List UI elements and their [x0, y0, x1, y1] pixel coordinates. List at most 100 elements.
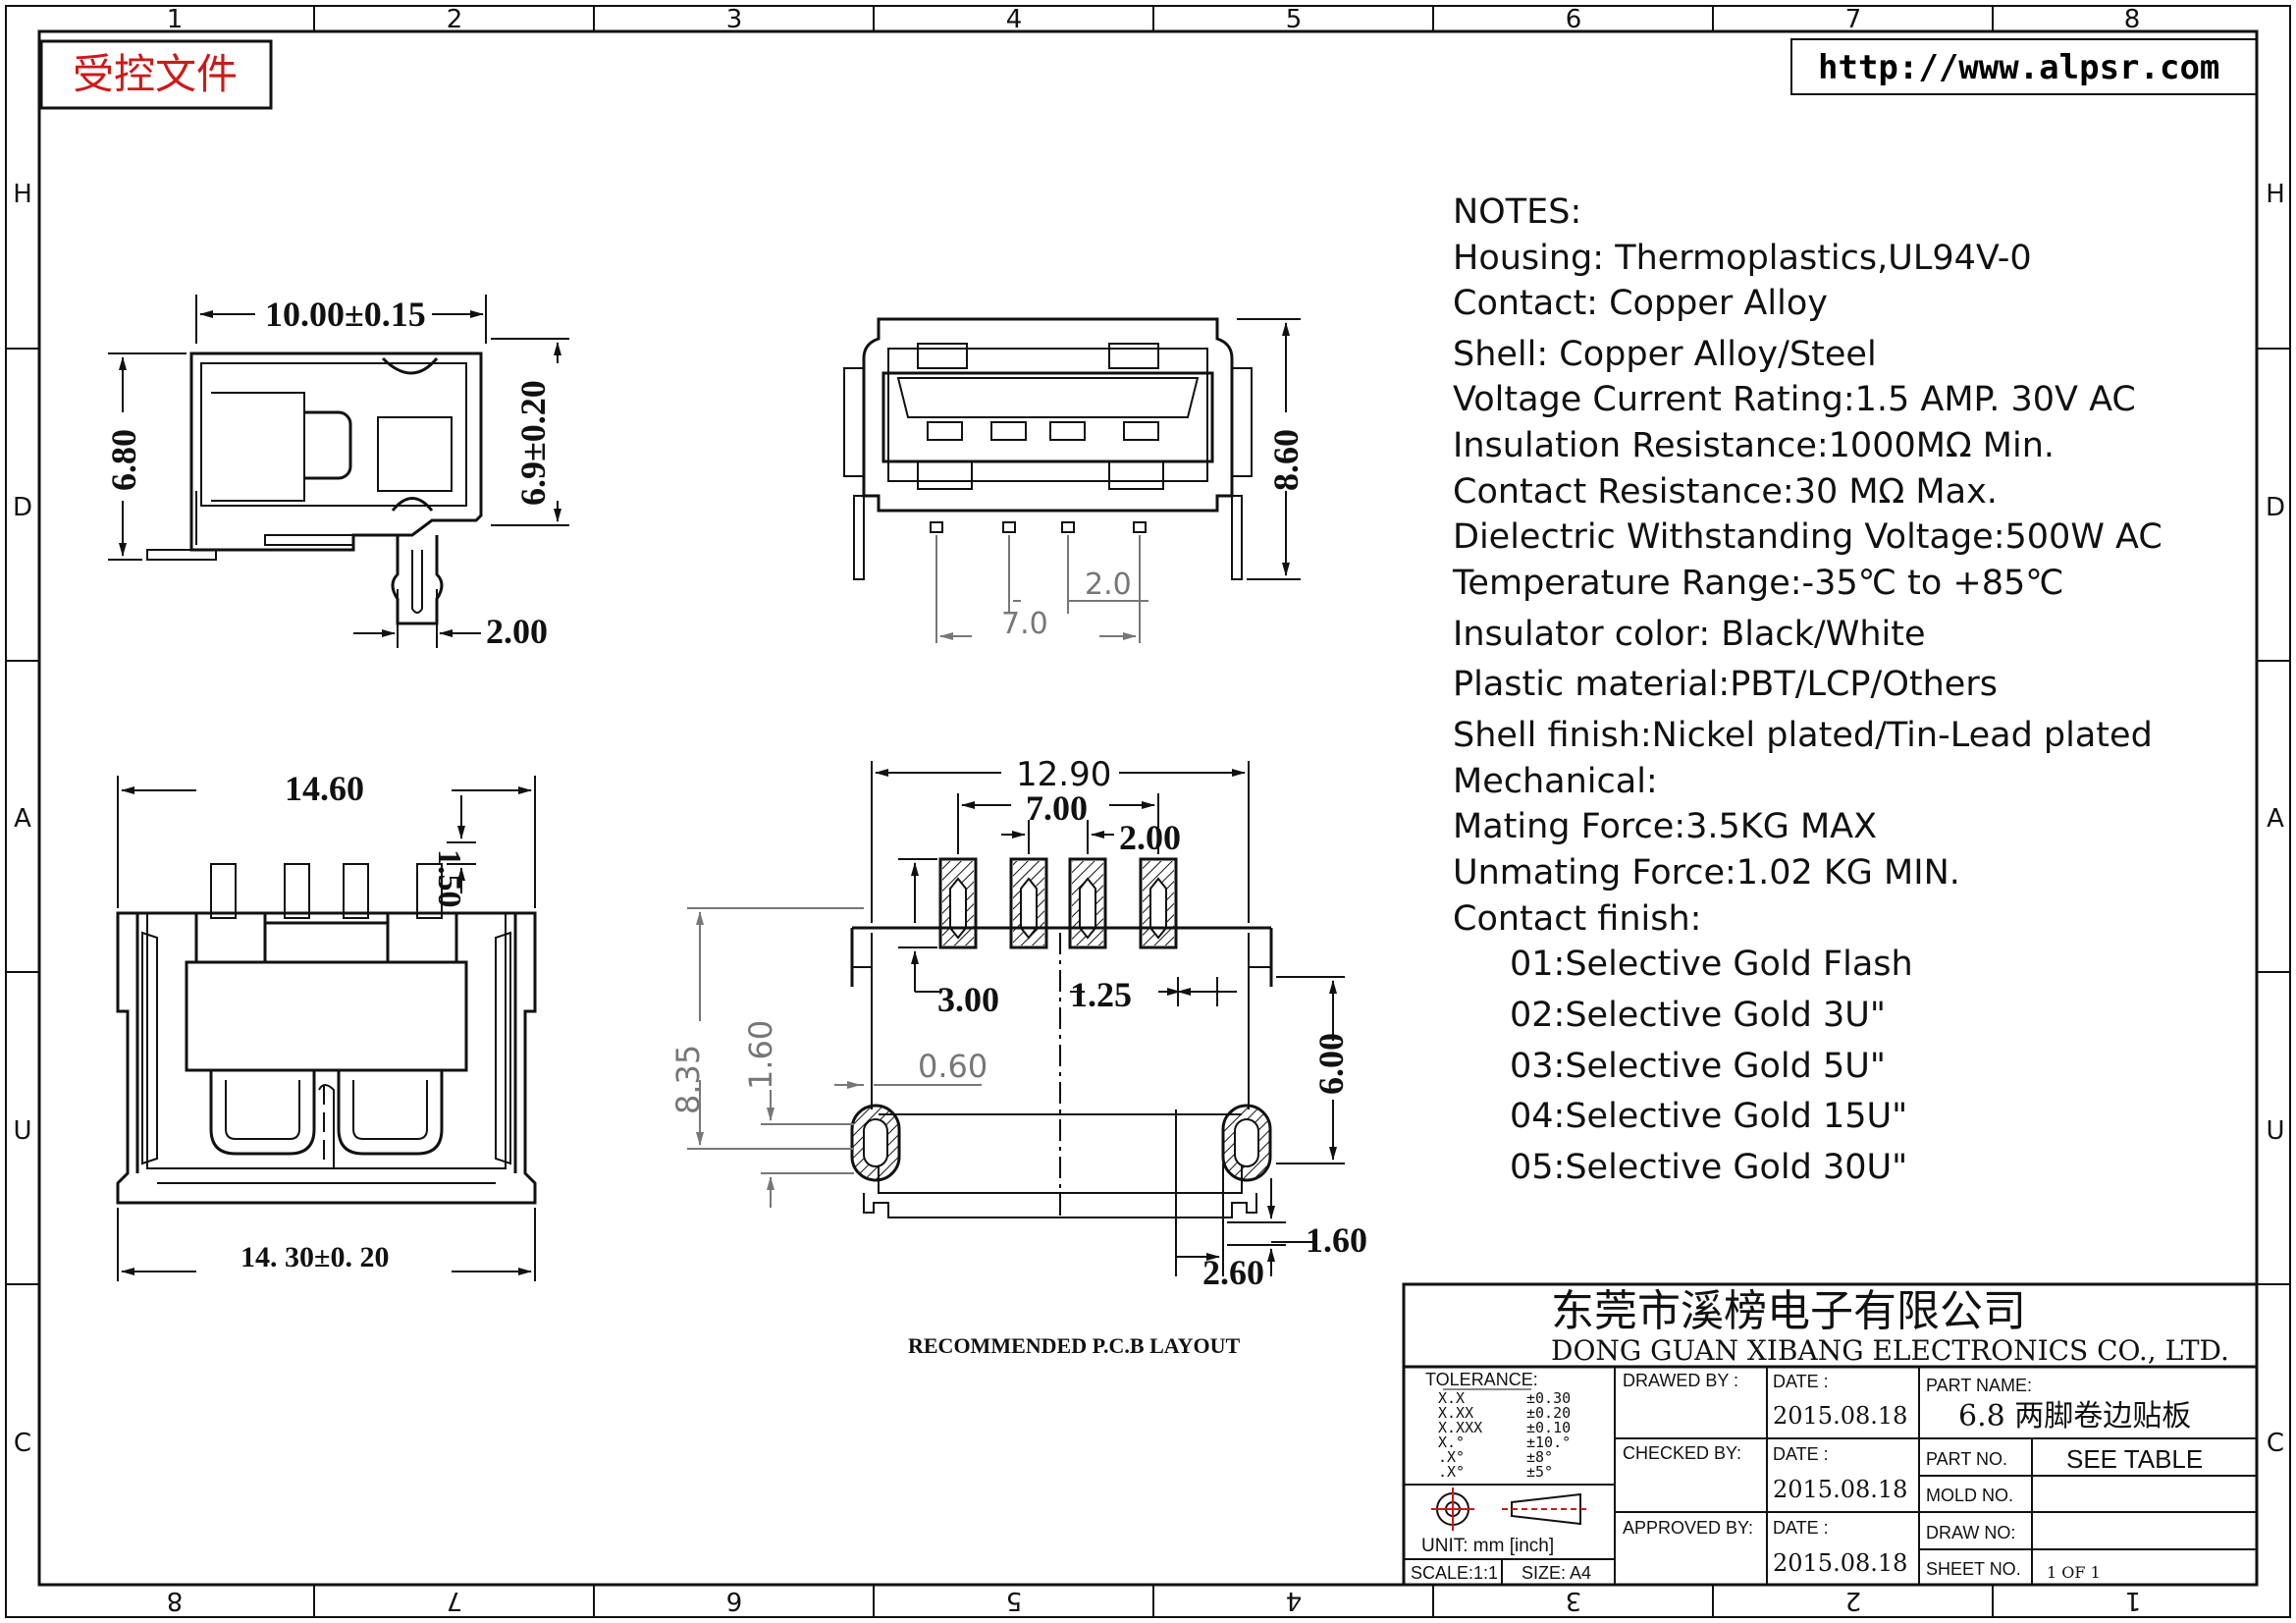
sheet-no-value: 1 OF 1: [2047, 1563, 2101, 1582]
tolerance-label: TOLERANCE:: [1425, 1370, 1538, 1389]
scale-label: SCALE:1:1: [1411, 1563, 1498, 1583]
zone-top-6: 6: [1566, 5, 1582, 34]
note-finish-05: 05:Selective Gold 30U": [1510, 1148, 1907, 1187]
dim-top-tab: 1.50: [431, 849, 467, 908]
zone-bottom-4: 4: [1286, 1586, 1303, 1615]
dim-top-width: 14.60: [285, 769, 364, 808]
tol-val-1: ±0.30: [1526, 1389, 1571, 1407]
zone-right-c: C: [2267, 1429, 2284, 1458]
tol-val-3: ±0.10: [1526, 1419, 1571, 1436]
dim-side-pin-width: 2.00: [486, 612, 548, 651]
note-mating: Mating Force:3.5KG MAX: [1453, 807, 1877, 846]
dim-pcb-total-width: 12.90: [1016, 755, 1111, 794]
tol-fmt-4: X.°: [1438, 1434, 1465, 1451]
notes-block: NOTES: Housing: Thermoplastics,UL94V-0 C…: [1452, 192, 2163, 1187]
checked-by-label: CHECKED BY:: [1623, 1443, 1741, 1463]
front-view-dim-text: 8.60 2.0 7.0: [1001, 429, 1306, 641]
note-contact-finish: Contact finish:: [1453, 899, 1701, 939]
top-view-dim-text: 14.60 1.50 14. 30±0. 20: [240, 769, 467, 1273]
note-dielectric: Dielectric Withstanding Voltage:500W AC: [1453, 517, 2163, 557]
dim-side-height: 6.80: [104, 429, 143, 491]
zone-left-u: U: [13, 1116, 31, 1146]
dim-front-pitch: 2.0: [1085, 568, 1132, 602]
tol-fmt-3: X.XXX: [1438, 1419, 1482, 1436]
tol-fmt-2: X.XX: [1438, 1404, 1473, 1422]
company-name-cn: 东莞市溪榜电子有限公司: [1551, 1286, 2026, 1336]
zone-bottom-3: 3: [1566, 1586, 1582, 1615]
zone-bottom-6: 6: [726, 1586, 743, 1615]
note-insulation: Insulation Resistance:1000MΩ Min.: [1453, 426, 2055, 465]
note-finish-02: 02:Selective Gold 3U": [1510, 996, 1886, 1035]
zone-left-h: H: [13, 180, 32, 209]
date-value-2: 2015.08.18: [1773, 1476, 1907, 1503]
note-finish-01: 01:Selective Gold Flash: [1510, 945, 1913, 984]
zone-labels: 1 2 3 4 5 6 7 8 8 7 6 5 4 3 2 1 H D A U …: [13, 5, 2285, 1615]
pcb-layout: [850, 857, 1273, 1218]
tol-val-2: ±0.20: [1526, 1404, 1571, 1422]
website-url: http://www.alpsr.com: [1818, 48, 2219, 87]
front-view-dims: [1237, 318, 1301, 580]
zone-top-3: 3: [726, 5, 743, 34]
dim-pcb-pad-width: 1.25: [1070, 975, 1132, 1014]
pcb-layout-dims: [871, 761, 1345, 1276]
mold-no-label: MOLD NO.: [1926, 1486, 2013, 1505]
pcb-layout-dims-thin: [687, 907, 982, 1208]
tol-fmt-1: X.X: [1438, 1389, 1465, 1407]
title-block-text: 东莞市溪榜电子有限公司 DONG GUAN XIBANG ELECTRONICS…: [1411, 1286, 2229, 1583]
tol-fmt-5: .X°: [1438, 1448, 1465, 1466]
approved-by-label: APPROVED BY:: [1623, 1518, 1753, 1538]
zone-right-d: D: [2266, 493, 2285, 522]
zone-bottom-8: 8: [167, 1586, 184, 1615]
zone-top-2: 2: [447, 5, 463, 34]
zone-right-u: U: [2266, 1116, 2284, 1146]
note-rating: Voltage Current Rating:1.5 AMP. 30V AC: [1453, 380, 2136, 419]
note-mechanical: Mechanical:: [1453, 762, 1658, 801]
zone-right-a: A: [2267, 804, 2284, 834]
zone-top-8: 8: [2124, 5, 2141, 34]
tol-val-4: ±10.°: [1526, 1434, 1571, 1451]
top-view-dims: [117, 776, 536, 1281]
dim-front-height: 8.60: [1266, 429, 1306, 491]
pcb-layout-dim-text: 12.90 7.00 2.00 3.00 1.25 6.00 8.35 1.60…: [669, 755, 1367, 1358]
company-name-en: DONG GUAN XIBANG ELECTRONICS CO., LTD.: [1551, 1334, 2229, 1367]
title-block: [1402, 1282, 2259, 1587]
dim-pcb-slot-length: 2.60: [1202, 1253, 1264, 1292]
dim-front-span: 7.0: [1001, 607, 1048, 641]
zone-right-h: H: [2266, 180, 2285, 209]
controlled-stamp: 受控文件: [39, 39, 273, 110]
tol-fmt-6: .X°: [1438, 1463, 1465, 1481]
zone-bottom-1: 1: [2125, 1586, 2142, 1615]
zone-bottom-5: 5: [1006, 1586, 1023, 1615]
side-view: [146, 352, 483, 625]
part-no-label: PART NO.: [1926, 1449, 2007, 1469]
unit-label: UNIT: mm [inch]: [1421, 1536, 1554, 1556]
dim-pcb-height-slot: 1.60: [742, 1020, 779, 1090]
dim-side-width: 10.00±0.15: [265, 295, 426, 334]
dim-side-pin-height: 6.9±0.20: [513, 380, 553, 506]
zone-top-7: 7: [1845, 5, 1862, 34]
front-view-dims-thin: [935, 535, 1148, 643]
dim-pcb-pad-pitch: 2.00: [1119, 818, 1181, 857]
tol-val-6: ±5°: [1526, 1463, 1553, 1481]
note-plastic: Plastic material:PBT/LCP/Others: [1453, 665, 1998, 704]
dim-pcb-slot-width: 0.60: [918, 1048, 988, 1085]
zone-top-1: 1: [167, 5, 184, 34]
note-insulator-color: Insulator color: Black/White: [1453, 615, 1926, 654]
zone-top-5: 5: [1286, 5, 1303, 34]
drawn-by-label: DRAWED BY :: [1623, 1371, 1738, 1390]
tol-val-5: ±8°: [1526, 1448, 1553, 1466]
sheet-frame: [5, 5, 2291, 1618]
note-contact-resistance: Contact Resistance:30 MΩ Max.: [1453, 472, 1998, 512]
date-value-3: 2015.08.18: [1773, 1549, 1907, 1577]
note-finish-03: 03:Selective Gold 5U": [1510, 1047, 1886, 1086]
zone-bottom-7: 7: [447, 1586, 463, 1615]
notes-heading: NOTES:: [1453, 192, 1581, 232]
zone-top-4: 4: [1006, 5, 1023, 34]
zone-left-a: A: [14, 804, 31, 834]
part-name-label: PART NAME:: [1926, 1376, 2032, 1395]
part-name-value: 6.8 两脚卷边贴板: [1958, 1399, 2191, 1434]
side-view-dims: [108, 295, 569, 648]
note-unmating: Unmating Force:1.02 KG MIN.: [1453, 853, 1960, 893]
note-temperature: Temperature Range:-35℃ to +85℃: [1452, 564, 2064, 603]
